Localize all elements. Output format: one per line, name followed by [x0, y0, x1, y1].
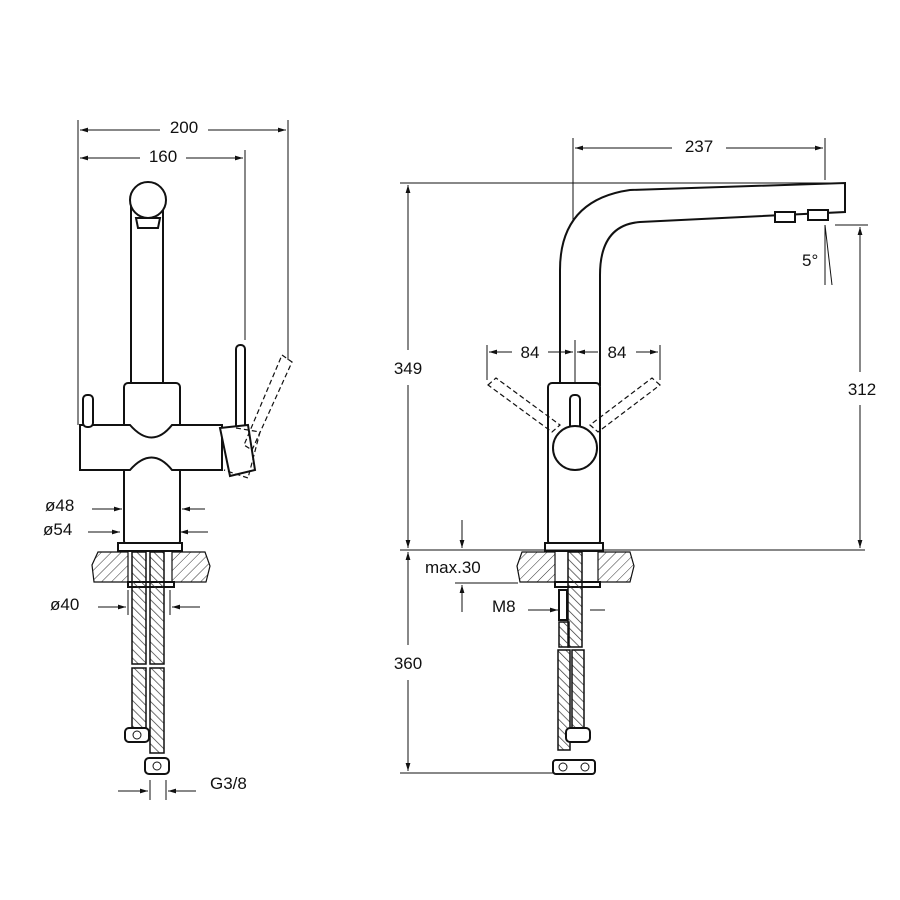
right-lever: [235, 344, 246, 431]
dimension-diameter-40: ø40: [50, 595, 79, 614]
dimension-diameter-48: ø48: [45, 496, 74, 515]
valve-crossbar: [79, 424, 223, 471]
dimension-312: 312: [848, 380, 876, 399]
dimension-84-left: 84: [521, 343, 540, 362]
front-view: 200 160 ø48: [43, 118, 293, 800]
spout-column: [130, 204, 164, 386]
dimension-diameter-54: ø54: [43, 520, 72, 539]
dimension-max-30: max.30: [425, 558, 481, 577]
spout-head: [129, 181, 167, 219]
valve-handle: [552, 425, 598, 471]
dimension-160: 160: [149, 147, 177, 166]
dimension-angle-5: 5°: [802, 251, 818, 270]
left-lever: [82, 394, 94, 428]
dimension-349: 349: [394, 359, 422, 378]
side-view: 237 349 5° 312 84 84: [394, 137, 876, 775]
spout: [559, 181, 846, 386]
dimension-360: 360: [394, 654, 422, 673]
dimension-m8: M8: [492, 597, 516, 616]
dimension-84-right: 84: [608, 343, 627, 362]
dimension-thread-g3-8: G3/8: [210, 774, 247, 793]
dimension-237: 237: [685, 137, 713, 156]
dimension-200: 200: [170, 118, 198, 137]
